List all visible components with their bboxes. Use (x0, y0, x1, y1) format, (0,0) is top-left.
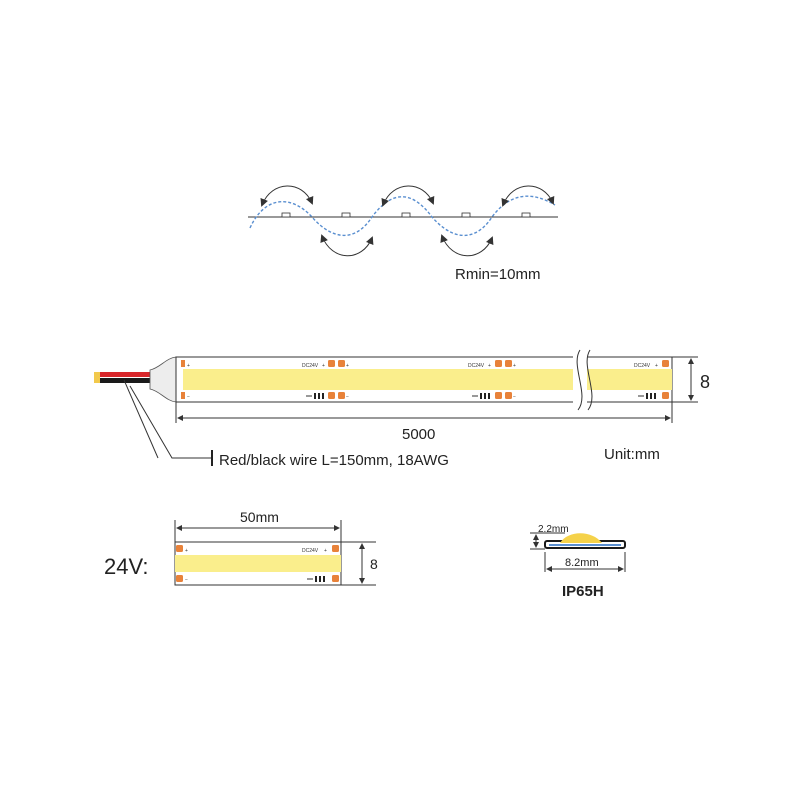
break-line (586, 349, 593, 411)
solder-pad (662, 360, 669, 367)
bend-marker (401, 212, 411, 218)
profile-height-label: 2.2mm (538, 524, 569, 535)
minus-sign: − (513, 394, 516, 400)
plus-sign: + (513, 363, 516, 369)
solder-pad (338, 360, 345, 367)
bend-radius-caption: Rmin=10mm (455, 266, 540, 283)
cross-section: 2.2mm 8.2mm IP65H (530, 524, 626, 600)
strip-width-label: 8 (700, 372, 710, 392)
bend-arrow (501, 185, 555, 207)
wire-tip (94, 372, 100, 383)
solder-pad (338, 392, 345, 399)
solder-pad (176, 575, 183, 582)
solder-pad (328, 392, 335, 399)
unit-led-band (175, 555, 341, 572)
solder-pad (332, 545, 339, 552)
bend-marker (461, 212, 471, 218)
plus-sign: + (322, 363, 325, 369)
solder-pad (181, 360, 185, 367)
cut-point: DC24V + + − (468, 360, 516, 400)
resistor-mark (646, 393, 648, 399)
wire-leader-line (129, 385, 212, 459)
plus-sign: + (488, 363, 491, 369)
profile-width-label: 8.2mm (565, 557, 599, 569)
phosphor-dome (560, 533, 602, 543)
bend-diagram: Rmin=10mm (248, 185, 558, 283)
unit-label: Unit:mm (604, 446, 660, 463)
solder-pad (505, 392, 512, 399)
break-line (576, 349, 583, 411)
plus-sign: + (346, 363, 349, 369)
minus-sign: − (185, 577, 188, 583)
cut-point: DC24V + + − (302, 360, 349, 400)
resistor-mark (322, 393, 324, 399)
bend-arrow (440, 234, 494, 257)
wire-leader-line (123, 379, 159, 459)
solder-pad (505, 360, 512, 367)
resistor-mark (315, 576, 317, 582)
resistor-mark (488, 393, 490, 399)
plus-sign: + (324, 548, 327, 554)
bend-marker (341, 212, 351, 218)
plus-sign: + (185, 548, 188, 554)
unit-length-label: 50mm (240, 509, 279, 525)
minus-sign: − (187, 394, 190, 400)
resistor-mark (650, 393, 652, 399)
bend-arrow (320, 234, 374, 257)
resistor-mark (319, 576, 321, 582)
resistor-mark (654, 393, 656, 399)
wire-spec-label: Red/black wire L=150mm, 18AWG (219, 452, 449, 469)
red-wire (98, 372, 158, 377)
resistor-mark (314, 393, 316, 399)
resistor-mark (318, 393, 320, 399)
solder-pad (662, 392, 669, 399)
solder-pad (495, 392, 502, 399)
bend-marker (281, 212, 291, 218)
resistor-mark (323, 576, 325, 582)
strip-length-label: 5000 (402, 426, 435, 443)
cut-point: DC24V + (634, 360, 669, 399)
minus-sign: − (346, 394, 349, 400)
strip-5m: + − DC24V + + − DC24V + + (94, 349, 710, 469)
solder-pad (328, 360, 335, 367)
strip-led-band (183, 369, 672, 390)
solder-pad (332, 575, 339, 582)
solder-pad (495, 360, 502, 367)
ip-rating-label: IP65H (562, 583, 604, 600)
plus-sign: + (655, 363, 658, 369)
segment-voltage-label: DC24V (302, 363, 319, 369)
solder-pad (176, 545, 183, 552)
black-wire (98, 378, 158, 383)
solder-pad (181, 392, 185, 399)
resistor-mark (484, 393, 486, 399)
resistor-mark (480, 393, 482, 399)
bend-marker (521, 212, 531, 218)
segment-voltage-label: DC24V (634, 363, 651, 369)
unit-width-label: 8 (370, 556, 378, 572)
bend-arrow (381, 185, 435, 207)
cut-unit: 24V: + − DC24V + 50mm 8 (104, 509, 378, 586)
segment-voltage-label: DC24V (468, 363, 485, 369)
segment-voltage-label: DC24V (302, 548, 319, 554)
plus-sign: + (187, 363, 190, 369)
bend-arrow (260, 185, 314, 207)
voltage-label: 24V: (104, 554, 148, 579)
